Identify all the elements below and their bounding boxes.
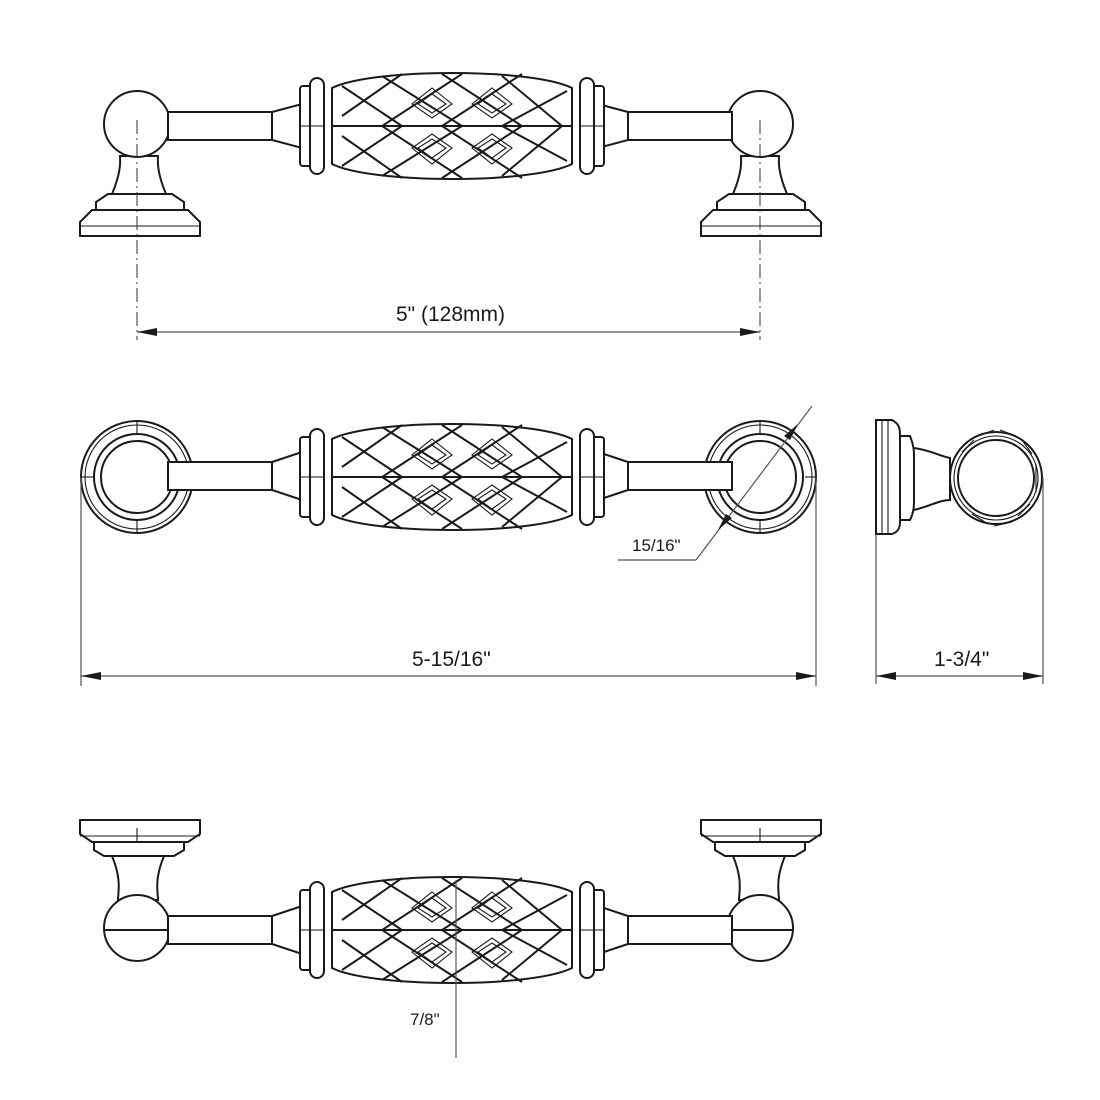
base-diameter-dimension-label: 15/16"	[632, 536, 681, 555]
handle-diameter-dimension-label: 7/8"	[410, 1010, 440, 1029]
side-view	[875, 419, 1044, 684]
bottom-view	[79, 819, 822, 1058]
projection-dimension-label: 1-3/4"	[934, 648, 990, 671]
center-to-center-dimension-label: 5" (128mm)	[396, 303, 505, 326]
front-view	[79, 72, 822, 340]
top-view	[80, 405, 817, 686]
overall-length-dimension-label: 5-15/16"	[412, 648, 491, 671]
